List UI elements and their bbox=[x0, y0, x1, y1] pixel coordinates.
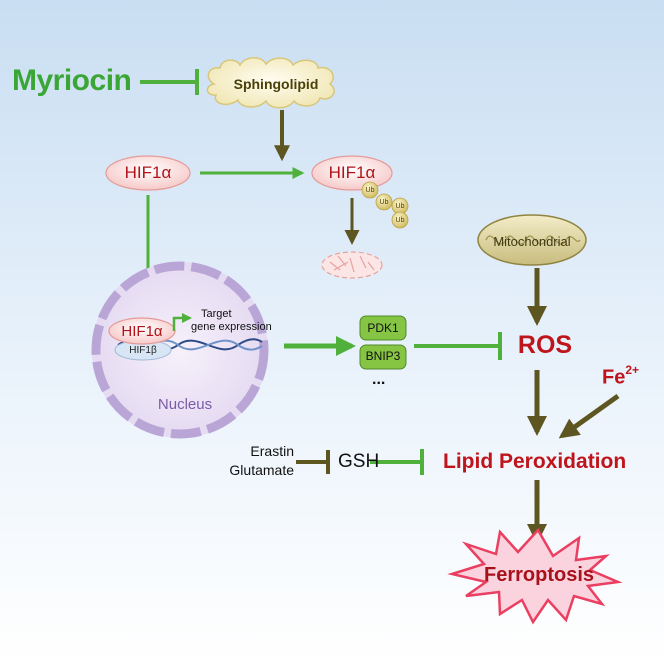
pdk1-box bbox=[359, 315, 407, 341]
gsh-label: GSH bbox=[338, 451, 380, 472]
target-line-1: Target bbox=[201, 308, 232, 320]
hif1a-nuclear-label: HIF1α bbox=[121, 323, 163, 340]
target-gene-label: Target gene expression bbox=[191, 308, 272, 334]
hif1b-label: HIF1β bbox=[129, 345, 157, 356]
pdk1-label: PDK1 bbox=[367, 321, 399, 335]
genes-inhibit-ros-edge bbox=[414, 332, 502, 360]
ub-label: Ub bbox=[365, 187, 375, 194]
ub-label: Ub bbox=[379, 199, 389, 206]
hif1a-node bbox=[105, 155, 191, 191]
ros-label: ROS bbox=[517, 331, 573, 359]
ferroptosis-burst bbox=[447, 527, 623, 625]
iron-symbol: Fe bbox=[602, 366, 626, 389]
gsh-inhibit-lipid-edge bbox=[370, 449, 424, 475]
erastin-label: Erastin bbox=[250, 443, 294, 459]
mitochondrion bbox=[477, 214, 587, 266]
sphingolipid-cloud bbox=[206, 57, 335, 109]
target-line-2: gene expression bbox=[191, 321, 272, 333]
myriocin-label: Myriocin bbox=[12, 64, 132, 97]
erastin-glutamate-label: Erastin Glutamate bbox=[222, 442, 294, 480]
iron-label: Fe2+ bbox=[602, 363, 640, 389]
ub-label: Ub bbox=[395, 217, 405, 224]
nucleus-label: Nucleus bbox=[157, 396, 213, 413]
iron-charge: 2+ bbox=[625, 363, 640, 377]
ferroptosis-label: Ferroptosis bbox=[483, 564, 595, 586]
myriocin-inhibition-edge bbox=[140, 69, 199, 95]
hif1a-degraded-node bbox=[311, 155, 393, 191]
ubiquitin-chain bbox=[361, 181, 409, 229]
degraded-protein-fragments bbox=[321, 251, 383, 279]
iron-to-lipid-edge bbox=[558, 393, 620, 439]
hif1a-label: HIF1α bbox=[124, 163, 172, 182]
glutamate-label: Glutamate bbox=[229, 462, 294, 478]
more-genes-ellipsis: ... bbox=[372, 371, 386, 388]
erastin-inhibit-gsh-edge bbox=[296, 450, 330, 474]
nucleus bbox=[91, 261, 269, 439]
transcription-arrow bbox=[172, 313, 192, 331]
sphingolipid-label: Sphingolipid bbox=[233, 76, 319, 92]
bnip3-label: BNIP3 bbox=[365, 349, 401, 363]
hif1a-degraded-label: HIF1α bbox=[328, 163, 376, 182]
lipid-peroxidation-label: Lipid Peroxidation bbox=[443, 450, 627, 473]
mitochondrial-label: Mitochondrial bbox=[493, 234, 571, 249]
ub-label: Ub bbox=[395, 203, 405, 210]
bnip3-box bbox=[359, 344, 407, 370]
